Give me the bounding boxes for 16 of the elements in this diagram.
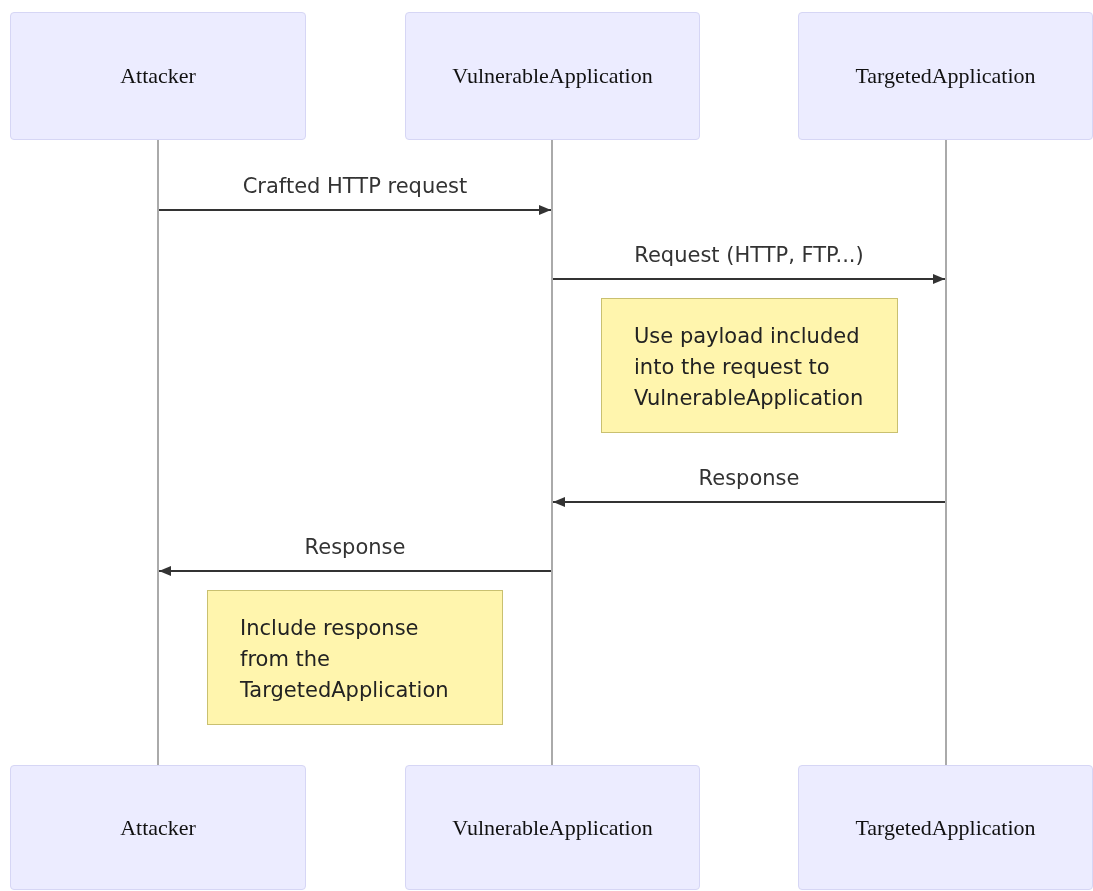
participant-box: TargetedApplication bbox=[798, 12, 1093, 140]
participant-box: VulnerableApplication bbox=[405, 765, 700, 890]
lifeline bbox=[945, 140, 947, 765]
lifeline bbox=[551, 140, 553, 765]
edge-label: Crafted HTTP request bbox=[240, 174, 470, 198]
message-arrow bbox=[158, 205, 552, 215]
participant-box: TargetedApplication bbox=[798, 765, 1093, 890]
lifeline bbox=[157, 140, 159, 765]
note-box: Include response from the TargetedApplication bbox=[207, 590, 503, 725]
message-arrow bbox=[552, 497, 946, 507]
participant-box: Attacker bbox=[10, 765, 306, 890]
participant-box: Attacker bbox=[10, 12, 306, 140]
message-arrow bbox=[158, 566, 552, 576]
note-box: Use payload included into the request to VulnerableApplication bbox=[601, 298, 898, 433]
participant-box: VulnerableApplication bbox=[405, 12, 700, 140]
message-arrow bbox=[552, 274, 946, 284]
